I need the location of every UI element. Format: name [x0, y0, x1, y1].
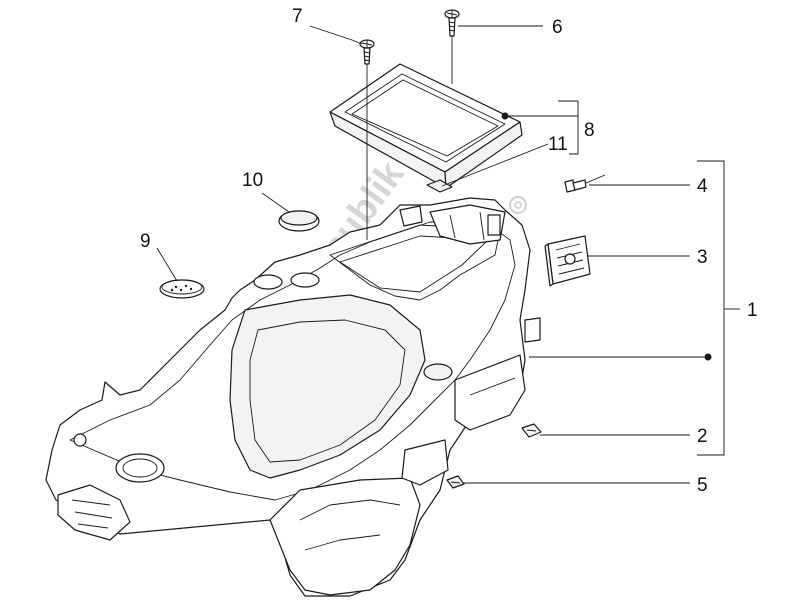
grommet-9	[159, 279, 205, 299]
leader-8-dot	[501, 112, 509, 120]
callout-8: 8	[584, 120, 595, 141]
leader-lines	[156, 25, 740, 484]
leader-1-dot-marker	[704, 353, 712, 361]
callout-11: 11	[548, 134, 568, 155]
callout-2: 2	[697, 426, 708, 447]
leader-10	[261, 192, 290, 213]
callout-5: 5	[697, 475, 708, 496]
leader-9	[156, 247, 178, 282]
screw-7	[359, 39, 375, 65]
callout-10: 10	[242, 170, 263, 191]
watermark-gear-icon	[509, 196, 527, 214]
callout-6: 6	[552, 17, 563, 38]
callout-7: 7	[292, 6, 303, 27]
pad-11	[426, 179, 453, 193]
callout-3: 3	[697, 247, 708, 268]
bracket-3	[544, 235, 591, 287]
screw-6	[444, 9, 460, 37]
leader-11	[441, 143, 549, 187]
rivet-4	[564, 174, 606, 193]
leader-1-bracket	[697, 160, 725, 456]
leader-8-bracket	[558, 100, 579, 155]
leader-7	[309, 25, 363, 45]
callout-1: 1	[747, 300, 758, 321]
clip-nut-2	[521, 423, 542, 438]
callout-4: 4	[697, 176, 708, 197]
clip-nut-5	[446, 475, 465, 489]
helmet-compartment	[45, 197, 541, 597]
callout-labels: 7 6 8 11 10 9 4 3 1 2 5	[140, 6, 758, 496]
callout-9: 9	[140, 231, 151, 252]
plug-10	[278, 210, 320, 232]
battery-cover	[329, 63, 523, 189]
